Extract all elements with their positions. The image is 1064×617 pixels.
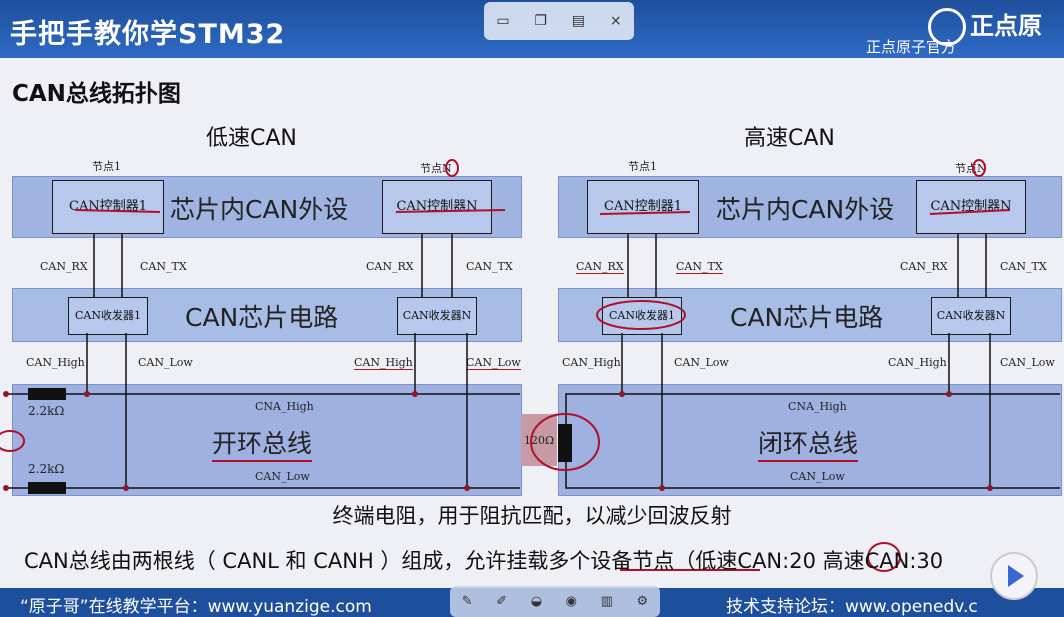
close-icon[interactable]: × [609, 13, 622, 29]
left-bus-low-label: CAN_Low [255, 470, 310, 483]
left-can-controller-n: CAN控制器N [382, 180, 492, 234]
right-rx1: CAN_RX [576, 260, 624, 274]
right-lowN: CAN_Low [1000, 356, 1055, 369]
brand-logo: 正点原 [928, 6, 1042, 46]
left-high1: CAN_High [26, 356, 85, 369]
eraser-icon[interactable]: ◒ [530, 594, 543, 609]
footer-right-text: 技术支持论坛：www.openedv.c [726, 597, 978, 617]
brand-logo-text: 正点原 [970, 12, 1042, 40]
color-icon[interactable]: ◉ [565, 594, 578, 609]
left-txN: CAN_TX [466, 260, 513, 273]
right-transceiver-n: CAN收发器N [931, 297, 1011, 335]
left-resistor1-label: 2.2kΩ [28, 404, 65, 418]
window-toolbar: ▭ ❐ ▤ × [484, 2, 634, 40]
settings-icon[interactable]: ⚙ [636, 594, 649, 609]
left-transceiver-1: CAN收发器1 [68, 297, 148, 335]
copy-icon[interactable]: ❐ [534, 13, 547, 29]
right-chip-text: CAN芯片电路 [730, 303, 884, 332]
right-rxN: CAN_RX [900, 260, 948, 273]
right-low1: CAN_Low [674, 356, 729, 369]
save-icon[interactable]: ▤ [571, 13, 586, 29]
brand-subtitle: 正点原子官方 [866, 38, 957, 56]
right-peripheral-text: 芯片内CAN外设 [716, 195, 895, 224]
slide-title: CAN总线拓扑图 [12, 81, 181, 107]
play-button[interactable] [990, 552, 1038, 600]
pen-icon[interactable]: ✎ [461, 594, 473, 609]
right-node1-label: 节点1 [628, 160, 657, 173]
right-bus-low-label: CAN_Low [790, 470, 845, 483]
left-tx1: CAN_TX [140, 260, 187, 273]
left-can-controller-1: CAN控制器1 [52, 180, 164, 234]
marker-icon[interactable]: ✐ [496, 594, 508, 609]
right-bus-high-label: CNA_High [788, 400, 847, 413]
left-nodeN-label: 节点N [420, 162, 452, 175]
left-transceiver-n: CAN收发器N [397, 297, 477, 335]
left-bus-band [12, 384, 522, 496]
right-can-controller-1: CAN控制器1 [587, 180, 699, 234]
right-heading: 高速CAN [744, 126, 835, 151]
left-chip-text: CAN芯片电路 [185, 303, 339, 332]
left-lowN: CAN_Low [466, 356, 521, 370]
trash-icon[interactable]: ▥ [600, 594, 613, 609]
termination-note: 终端电阻，用于阻抗匹配，以减少回波反射 [332, 504, 732, 528]
left-peripheral-text: 芯片内CAN外设 [170, 195, 349, 224]
drawing-toolbar: ✎ ✐ ◒ ◉ ▥ ⚙ [450, 586, 660, 617]
left-node1-label: 节点1 [92, 160, 121, 173]
right-txN: CAN_TX [1000, 260, 1047, 273]
right-bus-band [558, 384, 1062, 496]
footer-left-text: “原子哥”在线教学平台：www.yuanzige.com [20, 597, 372, 617]
left-bus-high-label: CNA_High [255, 400, 314, 413]
right-nodeN-label: 节点N [955, 162, 987, 175]
left-low1: CAN_Low [138, 356, 193, 369]
right-can-controller-n: CAN控制器N [916, 180, 1026, 234]
minimize-icon[interactable]: ▭ [496, 13, 510, 29]
left-resistor2-label: 2.2kΩ [28, 462, 65, 476]
right-bus-text: 闭环总线 [758, 424, 859, 462]
bus-summary-note: CAN总线由两根线（ CANL 和 CANH ）组成，允许挂载多个设备节点（低速… [24, 549, 944, 573]
left-rx1: CAN_RX [40, 260, 88, 273]
brand-title: 手把手教你学STM32 [10, 19, 286, 50]
right-tx1: CAN_TX [676, 260, 723, 274]
left-bus-text: 开环总线 [212, 424, 313, 462]
logo-icon [928, 8, 966, 46]
right-highN: CAN_High [888, 356, 947, 369]
left-rxN: CAN_RX [366, 260, 414, 273]
right-high1: CAN_High [562, 356, 621, 369]
left-highN: CAN_High [354, 356, 413, 370]
left-heading: 低速CAN [206, 126, 297, 151]
